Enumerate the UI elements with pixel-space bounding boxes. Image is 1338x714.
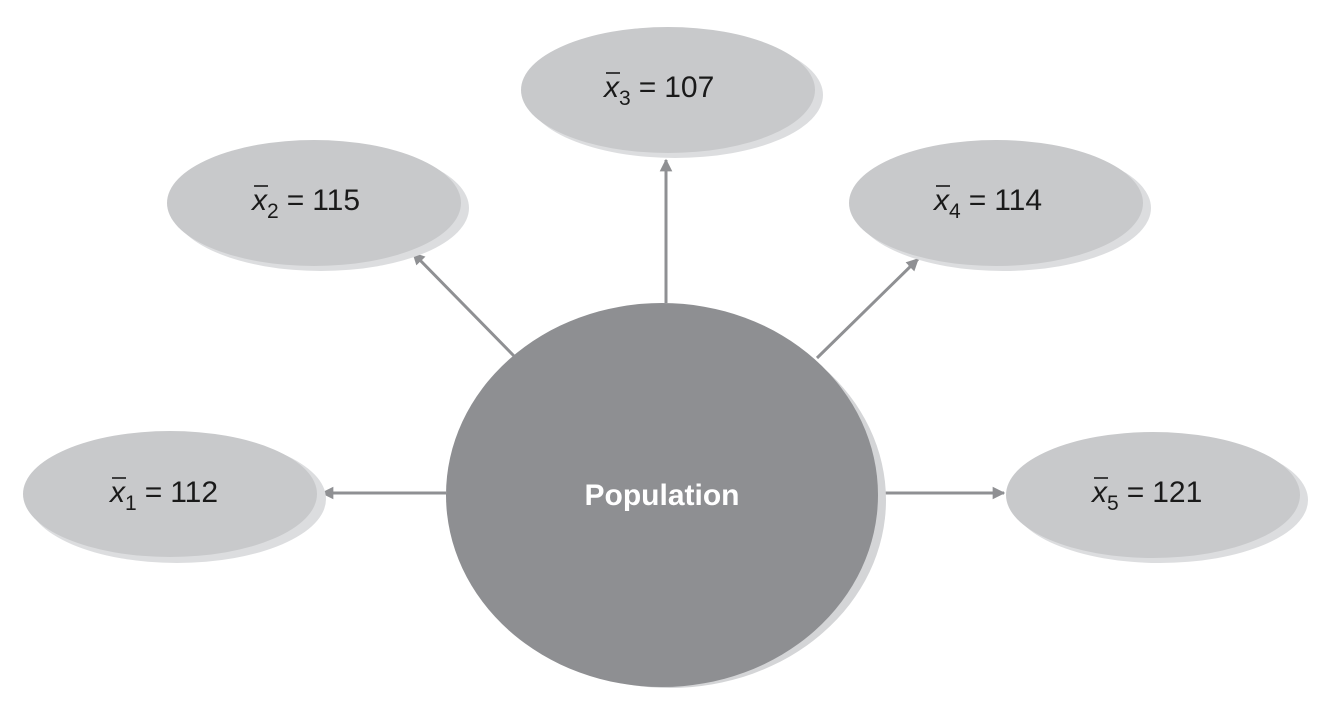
sample-5-mean-symbol: x	[1090, 476, 1108, 509]
sample-3-equals: =	[639, 71, 657, 104]
sample-5-subscript: 5	[1107, 492, 1119, 515]
sample-3: x3 =107	[521, 27, 823, 158]
sample-4-equals: =	[969, 184, 987, 217]
sample-1: x1 =112	[23, 431, 326, 563]
sample-1-ellipse	[23, 431, 317, 557]
sample-1-equals: =	[145, 476, 163, 509]
sample-3-subscript: 3	[619, 87, 631, 110]
sample-1-value: 112	[170, 476, 218, 509]
sample-2-value: 115	[312, 184, 360, 217]
sample-5-value: 121	[1152, 476, 1202, 509]
arrow-to-sample-2	[411, 251, 516, 358]
sample-4-subscript: 4	[949, 200, 961, 223]
arrow-to-sample-4	[815, 257, 920, 360]
sample-2-label: x2 =115	[250, 184, 360, 223]
sample-4-value: 114	[994, 184, 1042, 217]
sample-5-equals: =	[1127, 476, 1145, 509]
population-node: Population	[446, 303, 886, 688]
sample-3-mean-symbol: x	[602, 71, 620, 104]
sample-1-label: x1 =112	[108, 476, 218, 515]
sample-4-label: x4 =114	[932, 184, 1042, 223]
sample-2-ellipse	[167, 140, 461, 266]
sample-3-ellipse	[521, 27, 815, 153]
arrows	[320, 158, 1006, 500]
sample-4-ellipse	[849, 140, 1143, 266]
sample-5-ellipse	[1006, 432, 1300, 558]
sample-2-subscript: 2	[267, 200, 279, 223]
sample-2-mean-symbol: x	[250, 184, 268, 217]
sample-4: x4 =114	[849, 140, 1151, 271]
sample-2: x2 =115	[167, 140, 469, 271]
sample-2-equals: =	[287, 184, 305, 217]
sample-3-label: x3 =107	[602, 71, 714, 110]
sample-1-subscript: 1	[125, 492, 137, 515]
population-circle	[446, 303, 878, 687]
sample-5-label: x5 =121	[1090, 476, 1202, 515]
sample-4-mean-symbol: x	[932, 184, 950, 217]
population-label: Population	[585, 479, 740, 512]
sample-5: x5 =121	[1006, 432, 1308, 563]
sample-3-value: 107	[664, 71, 714, 104]
sample-1-mean-symbol: x	[108, 476, 126, 509]
